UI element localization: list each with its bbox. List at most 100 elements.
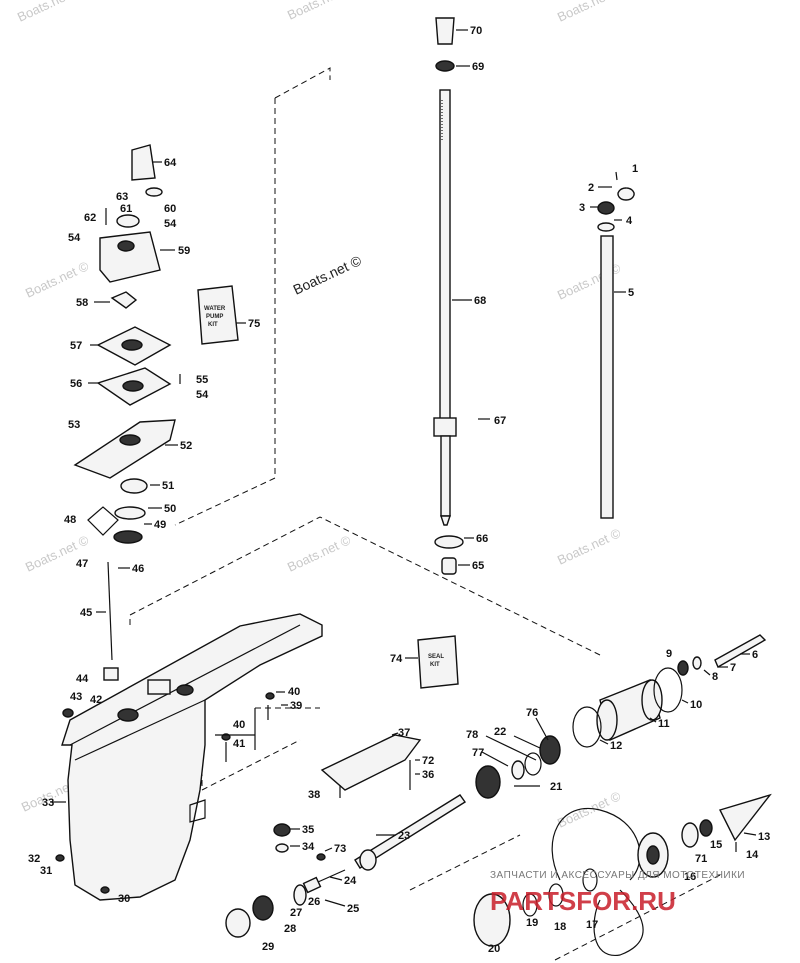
callout-46: 46 [132,563,144,575]
callout-36: 36 [422,769,434,781]
callout-66: 66 [476,533,488,545]
callout-5: 5 [628,287,634,299]
callout-67: 67 [494,415,506,427]
callout-58: 58 [76,297,88,309]
kit-label: WATER [204,306,226,312]
nut-15 [699,819,713,837]
callout-56: 56 [70,378,82,390]
clip-2 [617,187,635,201]
oring-12 [572,706,602,748]
plug-30 [100,886,110,894]
callout-69: 69 [472,61,484,73]
screw-43 [62,708,74,718]
watermark: Boats.net © [285,532,353,575]
callout-44: 44 [76,673,89,685]
callout-41: 41 [233,738,245,750]
callout-54: 54 [164,218,177,230]
oring-50 [114,506,146,520]
ring-22 [524,752,542,776]
seal-49 [113,530,143,544]
propeller-16 [551,807,669,956]
callout-27: 27 [290,907,302,919]
callout-57: 57 [70,340,82,352]
callout-24: 24 [344,875,357,887]
callout-50: 50 [164,503,176,515]
watermark: Boats.net © [555,525,623,568]
spacer-18 [548,883,564,907]
callout-54-c: 54 [196,389,209,401]
kit-label: PUMP [206,314,223,320]
callout-29: 29 [262,941,274,953]
bushing-69 [435,60,455,72]
water-pump-assembly [73,144,181,544]
shim-66 [434,535,464,549]
callout-39: 39 [290,700,302,712]
callout-62: 62 [84,212,96,224]
washer-8 [692,656,702,670]
callout-31: 31 [40,865,52,877]
shop-logo-text: PARTSFOR.RU [490,886,676,916]
callout-76: 76 [526,707,538,719]
washer-27 [293,884,307,906]
callout-77: 77 [472,747,484,759]
washer-77 [511,760,525,780]
callout-25: 25 [347,903,359,915]
callout-28: 28 [284,923,296,935]
gear-21 [475,765,501,799]
callout-48: 48 [64,514,76,526]
shift-rod-5 [600,235,614,519]
callout-72: 72 [422,755,434,767]
shift-cam-37 [320,734,422,791]
base-plate-52 [73,419,176,479]
callout-33: 33 [42,797,54,809]
thrust-washer-71 [681,822,699,848]
cover-29 [225,908,251,938]
callout-18: 18 [554,921,566,933]
seal-kit-74: SEAL KIT [417,635,459,689]
grommet-63 [145,187,163,197]
callout-61: 61 [120,203,132,215]
callout-19: 19 [526,917,538,929]
watermark: Boats.net © [555,788,623,831]
callout-22: 22 [494,726,506,738]
kit-label: KIT [430,662,440,668]
callout-54-b: 54 [68,232,81,244]
callout-32: 32 [28,853,40,865]
callout-35: 35 [302,824,314,836]
callout-71: 71 [695,853,707,865]
kit-label: KIT [208,322,218,328]
callout-10: 10 [690,699,702,711]
bushing-44 [103,667,119,681]
callout-12: 12 [610,740,622,752]
plug-31 [55,854,65,862]
callout-68: 68 [474,295,486,307]
shaft-cap-70 [435,17,455,45]
callout-49: 49 [154,519,166,531]
shop-watermark: ЗАПЧАСТИ И АКСЕССУАРЫ ДЛЯ МОТОТЕХНИКИ PA… [490,870,745,916]
callout-63: 63 [116,191,128,203]
callout-1: 1 [632,163,638,175]
hub-20 [473,893,511,947]
ball-73 [316,853,326,861]
callout-23: 23 [398,830,410,842]
boats-net-watermark: Boats.net © [291,252,365,298]
gasket-48 [87,506,119,536]
cone-13 [719,793,772,842]
bushing-3 [597,201,615,215]
callout-13: 13 [758,831,770,843]
shift-shaft-45 [107,561,113,661]
callout-2: 2 [588,182,594,194]
kit-label: SEAL [428,654,444,660]
washer-19 [522,893,538,917]
callout-59: 59 [178,245,190,257]
callout-70: 70 [470,25,482,37]
watermark: Boats.net © [23,258,91,301]
nut-9 [677,660,689,676]
drive-sleeve-17 [582,868,598,892]
seal-51 [120,478,148,494]
callout-labels: 70 69 68 67 66 65 1 2 3 4 5 64 63 61 60 … [28,25,770,955]
bearing-65 [441,557,457,575]
callout-3: 3 [579,202,585,214]
callout-78: 78 [466,729,478,741]
